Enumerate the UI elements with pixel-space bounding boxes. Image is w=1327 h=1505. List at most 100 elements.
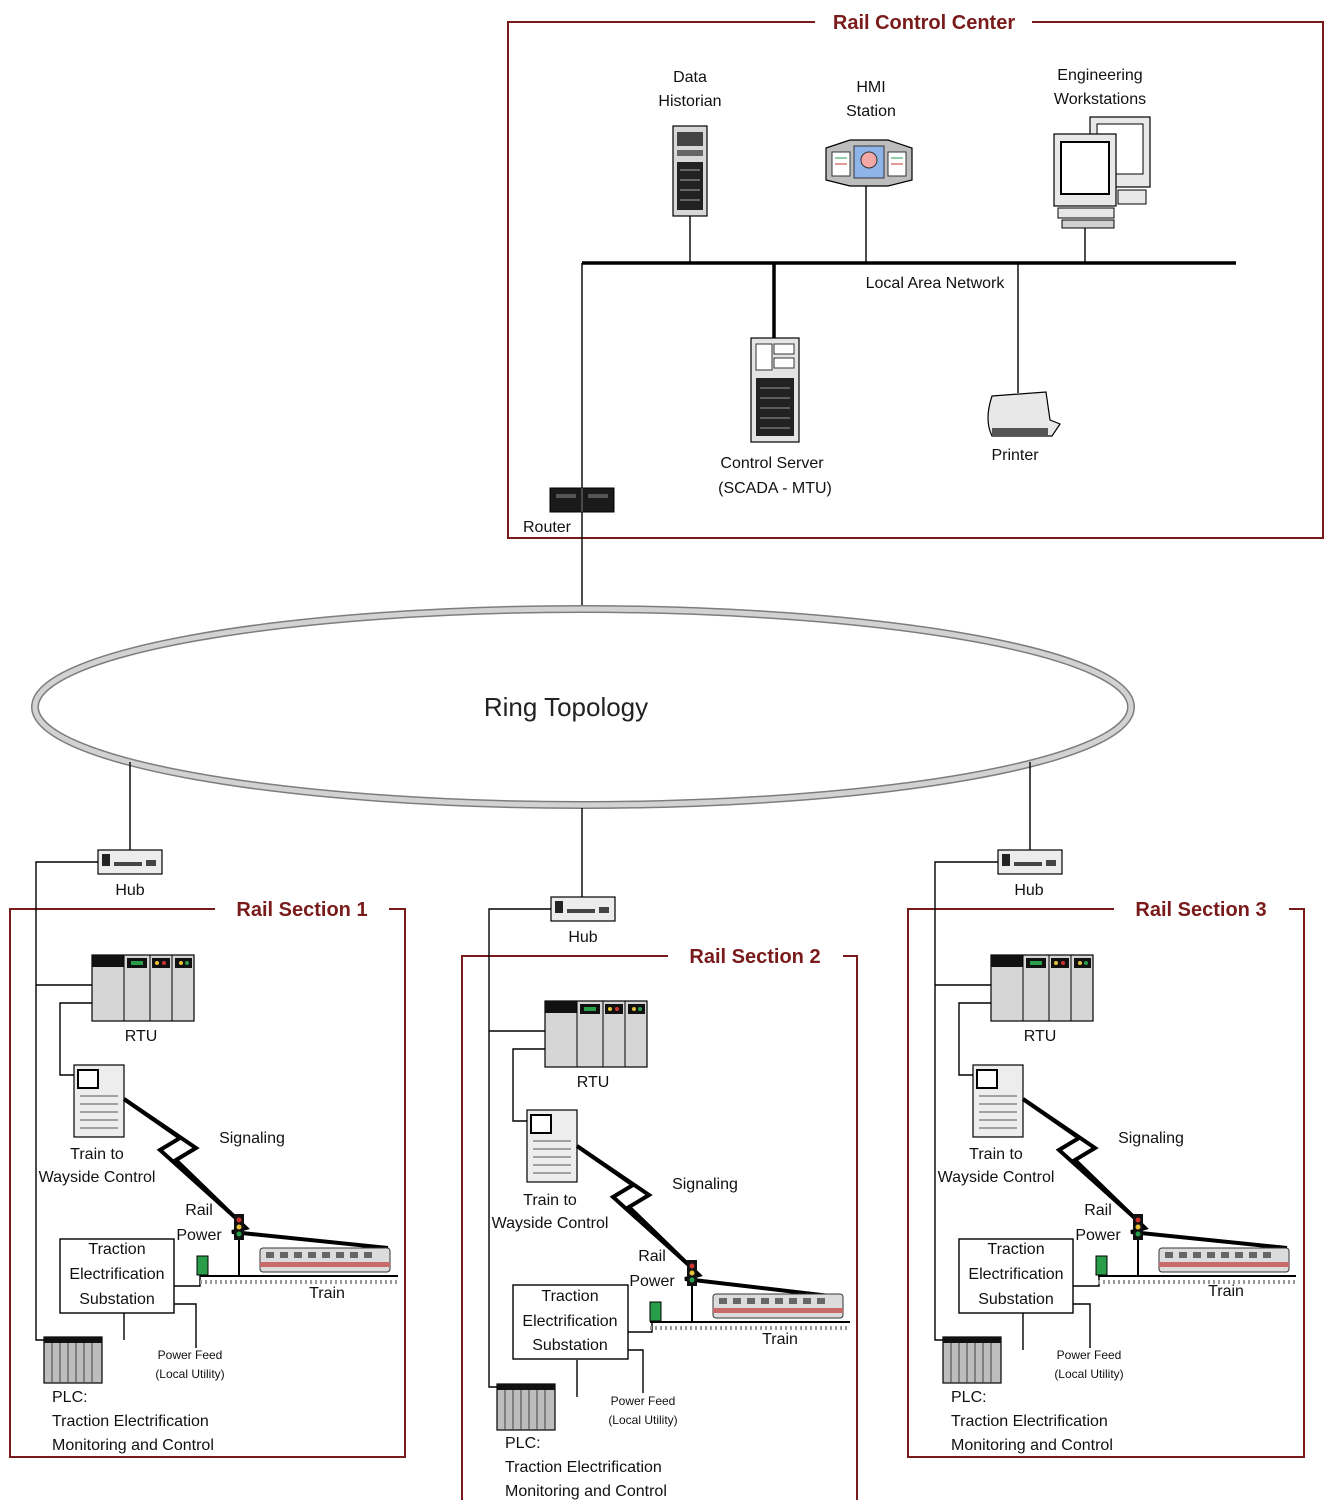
section-1-signaling-label: Signaling (219, 1130, 285, 1147)
section-3-signaling-bolt-1 (1021, 1097, 1288, 1250)
plc-rack-icon (43, 1336, 103, 1384)
section-2-plc-label-1: PLC: (505, 1435, 541, 1452)
engineering-workstations[interactable]: Engineering Workstations (1053, 67, 1151, 229)
substation-box (512, 1284, 629, 1360)
section-3-wayside-label-2: Wayside Control (938, 1169, 1055, 1186)
section-3-power-feed-label-2: (Local Utility) (1054, 1367, 1123, 1381)
section-1-wayside-label-1: Train to (70, 1146, 124, 1163)
tower-server-icon (672, 125, 708, 217)
section-3-plc-label-3: Monitoring and Control (951, 1437, 1113, 1454)
hub-icon (550, 896, 616, 922)
rail-section-2: Rail Section 2 Hub (461, 808, 858, 1500)
section-1-plc[interactable]: PLC: Traction Electrification Monitoring… (43, 1336, 214, 1454)
section-1-signal-light (234, 1214, 244, 1276)
section-3-rtu[interactable]: RTU (990, 954, 1094, 1045)
hmi-console-icon (825, 139, 913, 187)
section-1-frame (9, 908, 406, 1458)
rail-section-3: Rail Section 3 Hub (907, 762, 1305, 1458)
lan-label: Local Area Network (866, 275, 1006, 292)
substation-box (59, 1238, 175, 1314)
section-1-wayside-control[interactable]: Train to Wayside Control (39, 1064, 156, 1186)
section-2-hub[interactable]: Hub (550, 896, 616, 946)
section-1-substation-label-3: Substation (79, 1291, 155, 1308)
section-3-title: Rail Section 3 (1135, 899, 1266, 921)
control-server[interactable]: Control Server (SCADA - MTU) (718, 337, 832, 497)
workstation-monitor-icon (1053, 116, 1151, 229)
signal-yellow-lamp (1135, 1224, 1141, 1230)
section-1-plc-label-1: PLC: (52, 1389, 88, 1406)
section-2-plc-label-2: Traction Electrification (505, 1459, 662, 1476)
section-3-rail-power-wire (1073, 1275, 1100, 1287)
workstations-label-1: Engineering (1057, 67, 1142, 84)
section-2-rail-power-icon (649, 1301, 662, 1322)
server-label-1: Control Server (720, 455, 824, 472)
section-1-substation-label-1: Traction (88, 1241, 145, 1258)
section-1-rail-power-label-2: Power (176, 1227, 222, 1244)
section-3-plc[interactable]: PLC: Traction Electrification Monitoring… (942, 1336, 1113, 1454)
section-2-wayside-control[interactable]: Train to Wayside Control (492, 1109, 609, 1232)
section-1-rtu-wayside-wire (59, 1002, 92, 1076)
section-3-plc-label-2: Traction Electrification (951, 1413, 1108, 1430)
printer[interactable]: Printer (987, 391, 1061, 464)
section-2-substation-label-3: Substation (532, 1337, 608, 1354)
section-2-rtu-wayside-wire (512, 1048, 545, 1122)
section-1-power-feed-label-1: Power Feed (158, 1348, 223, 1362)
section-2-power-feed-label-1: Power Feed (611, 1394, 676, 1408)
section-3-substation[interactable]: Traction Electrification Substation (958, 1238, 1074, 1314)
section-2-rtu-label: RTU (577, 1074, 610, 1091)
section-3-rail-power-label-1: Rail (1084, 1202, 1112, 1219)
router-label: Router (523, 519, 572, 536)
router-icon (549, 487, 615, 513)
hmi-label-1: HMI (856, 79, 885, 96)
section-2-substation-label-1: Traction (541, 1288, 598, 1305)
train-icon (712, 1293, 844, 1319)
section-2-train[interactable]: Train (650, 1293, 850, 1348)
hub-icon (97, 849, 163, 875)
router[interactable]: Router (523, 487, 615, 536)
ring-label: Ring Topology (484, 692, 648, 722)
ring-fill (32, 606, 1134, 808)
section-2-hub-label: Hub (568, 929, 597, 946)
section-2-signaling-bolt-1 (575, 1144, 831, 1298)
section-2-plc[interactable]: PLC: Traction Electrification Monitoring… (496, 1383, 667, 1500)
section-1-plc-label-2: Traction Electrification (52, 1413, 209, 1430)
section-2-substation[interactable]: Traction Electrification Substation (512, 1284, 629, 1360)
section-3-hub-plc-wire (934, 861, 998, 1341)
section-1-train[interactable]: Train (200, 1247, 398, 1302)
section-2-title: Rail Section 2 (689, 946, 820, 968)
section-1-hub[interactable]: Hub (97, 849, 163, 899)
section-3-rail-power-label-2: Power (1075, 1227, 1121, 1244)
wayside-computer-icon (972, 1064, 1024, 1138)
section-1-rail-power-icon (196, 1255, 209, 1276)
section-1-power-feed-wire (174, 1303, 197, 1348)
section-3-signaling-bolt-2 (1021, 1097, 1139, 1222)
section-1-signaling-bolt-1 (122, 1097, 389, 1250)
section-1-train-label: Train (309, 1285, 345, 1302)
section-3-hub[interactable]: Hub (997, 849, 1063, 899)
section-1-rtu[interactable]: RTU (91, 954, 195, 1045)
rtu-rack-icon (990, 954, 1094, 1022)
section-3-train[interactable]: Train (1098, 1247, 1296, 1300)
section-3-substation-label-2: Electrification (968, 1266, 1063, 1283)
historian-label-1: Data (673, 69, 707, 86)
hmi-station[interactable]: HMI Station (825, 79, 913, 187)
section-3-wayside-control[interactable]: Train to Wayside Control (938, 1064, 1055, 1186)
section-3-hub-label: Hub (1014, 882, 1043, 899)
data-historian[interactable]: Data Historian (658, 69, 722, 217)
signal-green-lamp (1135, 1231, 1141, 1237)
wayside-computer-icon (526, 1109, 578, 1183)
section-1-title: Rail Section 1 (236, 899, 367, 921)
signal-green-lamp (236, 1231, 242, 1237)
section-2-rail-power-label-2: Power (629, 1273, 675, 1290)
section-2-rtu[interactable]: RTU (544, 1000, 648, 1091)
section-3-wayside-label-1: Train to (969, 1146, 1023, 1163)
signal-yellow-lamp (236, 1224, 242, 1230)
section-2-wayside-label-2: Wayside Control (492, 1215, 609, 1232)
plc-rack-icon (496, 1383, 556, 1431)
wayside-computer-icon (73, 1064, 125, 1138)
plc-rack-icon (942, 1336, 1002, 1384)
section-1-substation[interactable]: Traction Electrification Substation (59, 1238, 175, 1314)
signal-red-lamp (236, 1217, 242, 1223)
